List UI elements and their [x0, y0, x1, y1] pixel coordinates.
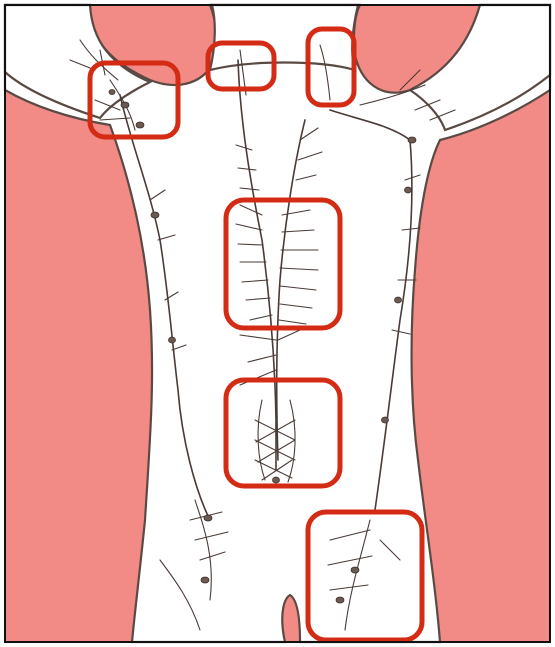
- neck: [210, 5, 358, 70]
